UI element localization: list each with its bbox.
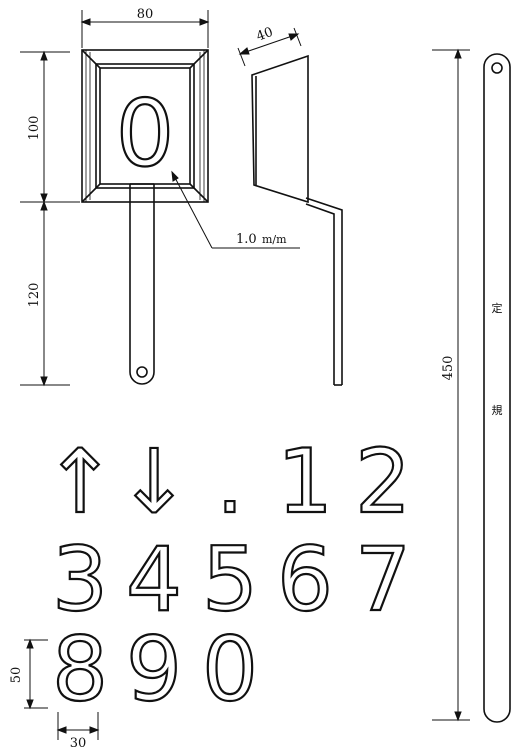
dimension-char-height (24, 638, 48, 710)
ruler-label-2: 規 (492, 403, 503, 417)
dimension-left (20, 50, 80, 387)
ruler-label-1: 定 (492, 301, 503, 315)
stencil-char-r2-c1: 3 (52, 528, 108, 631)
stencil-char-r3-c3: 0 (202, 618, 258, 721)
stencil-char-r2-c5: 7 (355, 528, 411, 631)
handle-length-label: 120 (27, 283, 42, 308)
stencil-char-r3-c2: 9 (126, 618, 182, 721)
thickness-label: 1.0 (236, 232, 257, 247)
stencil-char-r1-c3: . (216, 430, 244, 533)
stencil-char-r1-c2: ↓ (117, 430, 191, 533)
stencil-char-r1-c5: 2 (355, 430, 411, 533)
stencil-char-r2-c4: 6 (277, 528, 333, 631)
dimension-side-width (237, 27, 302, 67)
plate-character: 0 (116, 80, 175, 187)
thickness-leader (171, 170, 300, 249)
stencil-plate-front (81, 49, 209, 203)
ruler-bar (483, 53, 511, 723)
stencil-char-r1-c4: 1 (277, 430, 333, 533)
char-height-label: 50 (9, 667, 24, 684)
side-width-label: 40 (254, 25, 275, 45)
plate-height-label: 100 (27, 116, 42, 141)
stencil-char-r2-c2: 4 (126, 528, 182, 631)
plate-bevel-hatch (85, 50, 205, 202)
dimension-char-width (56, 712, 100, 740)
stencil-plate-side (251, 54, 343, 386)
ruler-length-label: 450 (441, 356, 456, 381)
stencil-handle (129, 183, 155, 385)
stencil-char-r2-c3: 5 (202, 528, 258, 631)
dimension-plate-width (80, 10, 210, 48)
thickness-unit: m/m (262, 233, 287, 246)
stencil-char-r1-c1: ↑ (43, 430, 117, 533)
plate-width-label: 80 (137, 7, 154, 22)
dimension-ruler (432, 48, 470, 722)
char-width-label: 30 (70, 736, 87, 751)
stencil-char-r3-c1: 8 (52, 618, 108, 721)
